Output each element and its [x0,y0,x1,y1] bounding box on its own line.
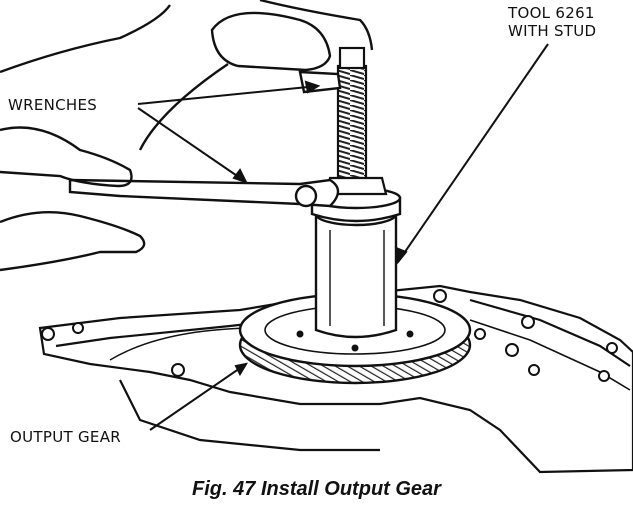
leader-lines [137,43,549,431]
tool-stud [324,46,388,196]
wrench [68,70,342,208]
case-bolts [41,289,618,382]
tool-label-line2: WITH STUD [508,22,597,40]
output-gear-label: OUTPUT GEAR [10,428,121,446]
tool-6261-label: TOOL 6261 WITH STUD [508,4,596,40]
figure-caption: Fig. 47 Install Output Gear [192,478,441,500]
tool-6261-cup [310,186,402,339]
wrenches-label: WRENCHES [8,96,98,114]
hands [0,0,374,272]
tool-label-line1: TOOL 6261 [508,4,595,22]
